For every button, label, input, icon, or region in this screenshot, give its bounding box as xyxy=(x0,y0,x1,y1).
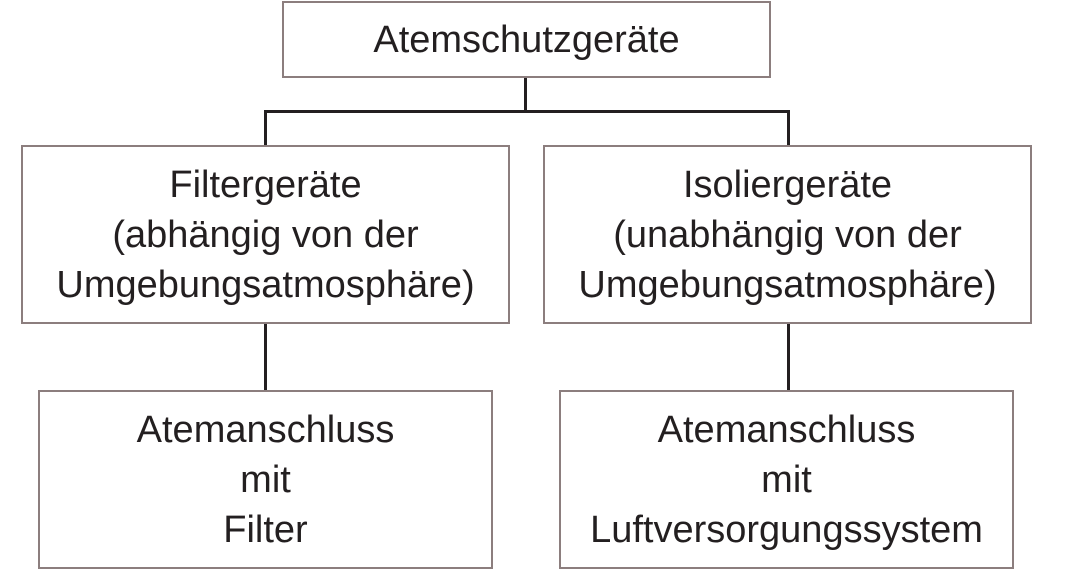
filter-connection-node: Atemanschluss mit Filter xyxy=(38,390,493,569)
filter-connection-line-2: mit xyxy=(240,458,291,501)
connector-left-child xyxy=(264,323,267,391)
connector-horizontal xyxy=(264,110,790,113)
filter-devices-subtitle-2: Umgebungsatmosphäre) xyxy=(56,263,475,306)
connector-root-down xyxy=(524,77,527,112)
connector-left-down xyxy=(264,110,267,146)
filter-devices-title: Filtergeräte xyxy=(169,163,362,206)
filter-devices-subtitle-1: (abhängig von der xyxy=(112,213,419,256)
air-supply-connection-line-1: Atemanschluss xyxy=(657,408,916,451)
isolating-devices-subtitle-1: (unabhängig von der xyxy=(613,213,962,256)
air-supply-connection-line-2: mit xyxy=(761,458,812,501)
root-label: Atemschutzgeräte xyxy=(373,18,680,61)
connector-right-down xyxy=(787,110,790,146)
filter-connection-line-1: Atemanschluss xyxy=(136,408,395,451)
isolating-devices-title: Isoliergeräte xyxy=(682,163,893,206)
root-node: Atemschutzgeräte xyxy=(282,1,771,78)
isolating-devices-subtitle-2: Umgebungsatmosphäre) xyxy=(578,263,997,306)
air-supply-connection-node: Atemanschluss mit Luftversorgungssystem xyxy=(559,390,1014,569)
connector-right-child xyxy=(787,323,790,391)
filter-devices-node: Filtergeräte (abhängig von der Umgebungs… xyxy=(21,145,510,324)
isolating-devices-node: Isoliergeräte (unabhängig von der Umgebu… xyxy=(543,145,1032,324)
filter-connection-line-3: Filter xyxy=(223,508,308,551)
air-supply-connection-line-3: Luftversorgungssystem xyxy=(590,508,983,551)
